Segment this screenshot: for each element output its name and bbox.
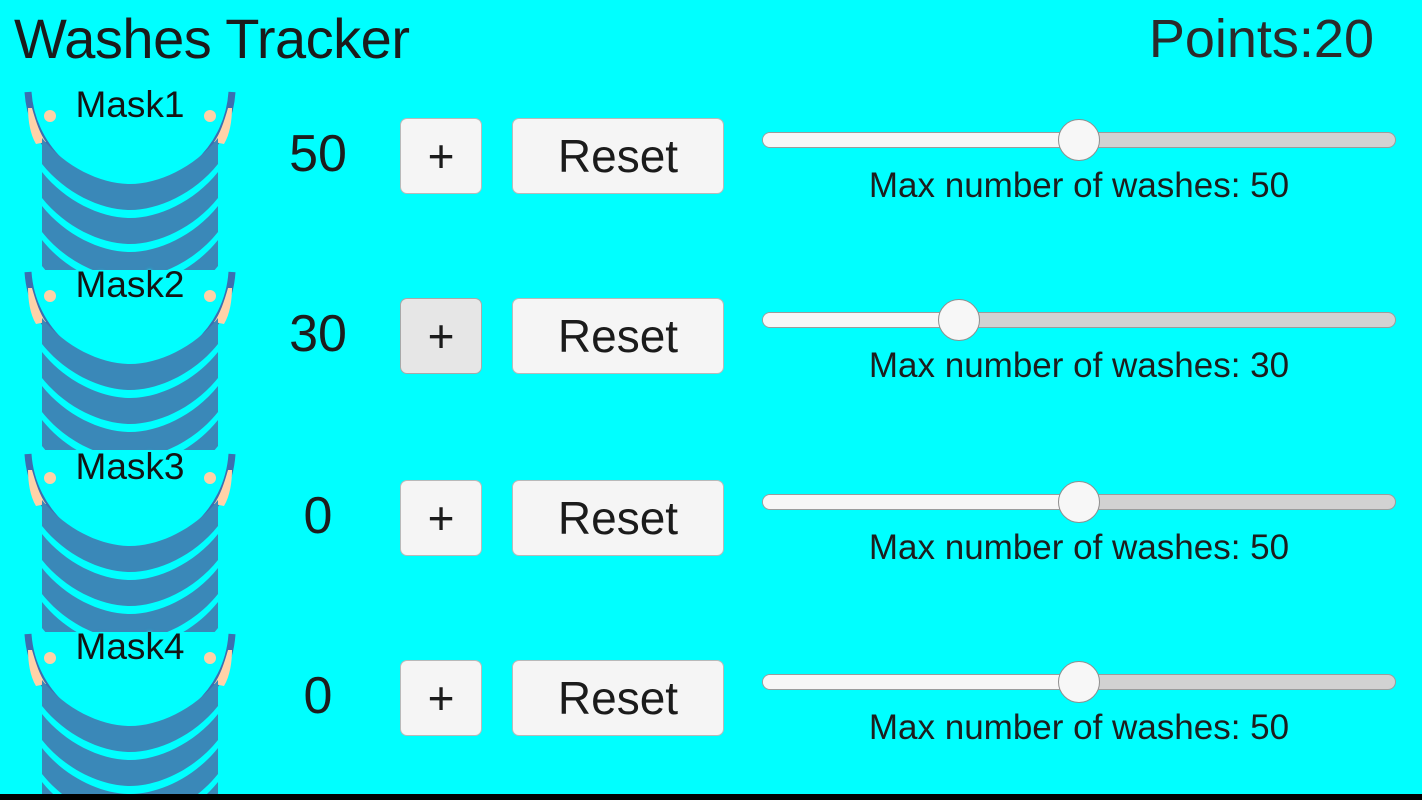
max-washes-slider[interactable]: Max number of washes: 50 [760,470,1398,567]
slider-thumb[interactable] [937,299,980,341]
mask-row: Mask4 0 + Reset Max number of washes: 50 [0,620,1422,800]
reset-button[interactable]: Reset [512,660,724,736]
face-mask-icon [24,91,236,270]
slider-track-fill [763,313,959,327]
mask-row: Mask3 0 + Reset Max number of washes: 50 [0,440,1422,632]
wash-count-value: 0 [303,667,333,725]
reset-button[interactable]: Reset [512,118,724,194]
slider-track-fill [763,675,1079,689]
increment-button[interactable]: + [400,480,482,556]
mask-icon-cell: Mask4 [6,622,254,800]
mask-icon-cell: Mask2 [6,260,254,450]
app-header: Washes Tracker Points:20 [0,0,1422,78]
reset-button[interactable]: Reset [512,298,724,374]
bottom-system-bar [0,794,1422,800]
slider-track[interactable] [762,312,1396,328]
face-mask-icon [24,271,236,450]
face-mask-icon [24,453,236,632]
max-washes-label: Max number of washes: 50 [868,166,1290,205]
increment-button[interactable]: + [400,298,482,374]
slider-thumb[interactable] [1058,661,1100,703]
max-washes-label: Max number of washes: 50 [868,708,1290,747]
wash-count-value: 0 [303,487,333,545]
slider-thumb[interactable] [1058,481,1100,523]
slider-track-fill [763,495,1079,509]
max-washes-slider[interactable]: Max number of washes: 50 [760,108,1398,205]
wash-count-value: 50 [289,125,347,183]
page-title: Washes Tracker [14,7,410,70]
mask-icon-cell: Mask3 [6,442,254,632]
mask-row: Mask1 50 + Reset Max number of washes: 5… [0,78,1422,270]
increment-button[interactable]: + [400,660,482,736]
increment-button[interactable]: + [400,118,482,194]
max-washes-label: Max number of washes: 50 [868,528,1290,567]
face-mask-icon [24,633,236,800]
reset-button[interactable]: Reset [512,480,724,556]
mask-row: Mask2 30 + Reset Max number of washes: 3… [0,258,1422,450]
slider-track-fill [763,133,1079,147]
wash-count-value: 30 [289,305,347,363]
max-washes-slider[interactable]: Max number of washes: 50 [760,650,1398,747]
max-washes-slider[interactable]: Max number of washes: 30 [760,288,1398,385]
points-counter: Points:20 [1148,9,1374,69]
max-washes-label: Max number of washes: 30 [868,346,1290,385]
mask-icon-cell: Mask1 [6,80,254,270]
slider-thumb[interactable] [1058,119,1100,161]
